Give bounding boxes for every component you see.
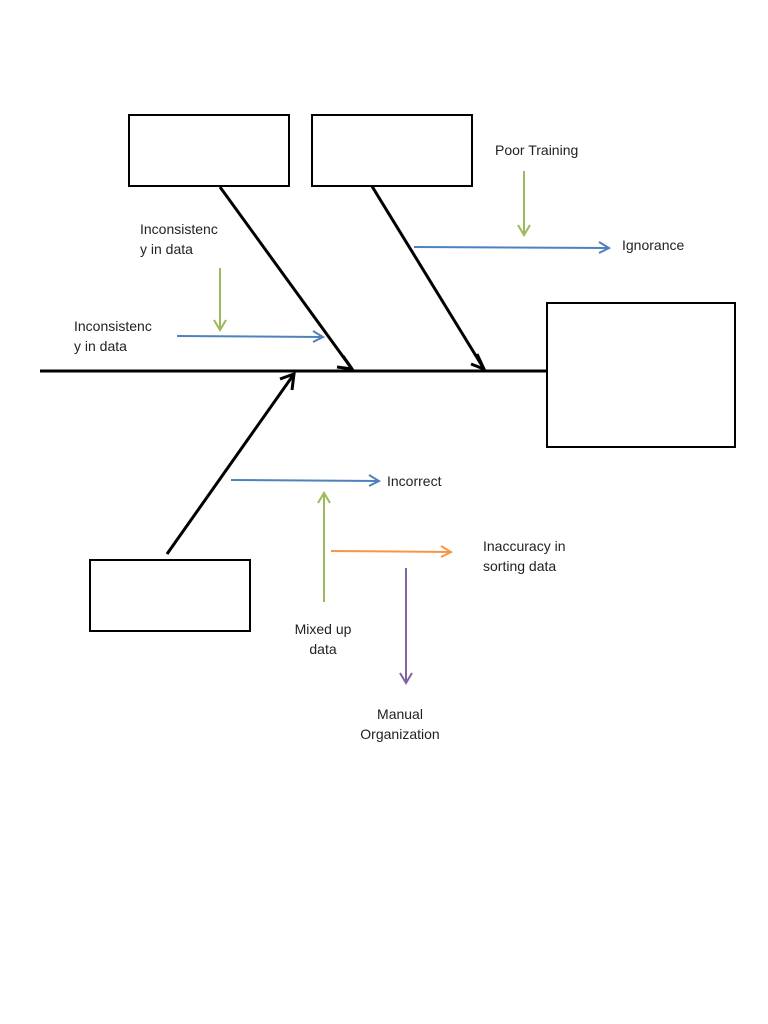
label-inconsistency-top: Inconsistenc y in data	[140, 219, 220, 259]
inconsistency-left-arrow	[176, 335, 324, 338]
bone-top-middle-arrowhead	[470, 353, 487, 372]
ignorance-arrow	[413, 246, 610, 249]
label-mixed-up-line2: data	[309, 641, 337, 657]
inconsistency-left-arrowhead	[312, 330, 326, 343]
category-box-top-left	[128, 114, 290, 187]
label-ignorance: Ignorance	[622, 237, 685, 253]
bone-top-left	[218, 186, 354, 370]
label-inconsistency-left-line2: y in data	[74, 338, 127, 354]
label-mixed-up-line1: Mixed up	[294, 621, 352, 637]
bone-bottom-left	[165, 373, 296, 555]
inaccuracy-arrowhead	[440, 545, 454, 558]
poor-training-arrowhead	[517, 224, 531, 237]
category-box-top-middle	[311, 114, 473, 187]
label-incorrect: Incorrect	[387, 473, 442, 489]
label-inconsistency-left: Inconsistenc y in data	[74, 316, 154, 356]
incorrect-arrowhead	[368, 474, 382, 487]
label-manual-organization: Manual Organization	[350, 704, 450, 744]
label-poor-training: Poor Training	[495, 142, 579, 158]
label-inconsistency-top-line2: y in data	[140, 241, 193, 257]
incorrect-arrow	[230, 479, 380, 482]
bone-bottom-left-arrowhead	[279, 371, 296, 391]
label-manual-line1: Manual	[377, 706, 423, 722]
label-manual-line2: Organization	[360, 726, 440, 742]
label-inaccuracy: Inaccuracy in sorting data	[483, 536, 565, 576]
inconsistency-top-arrowhead	[213, 319, 227, 332]
bone-top-middle	[368, 182, 486, 370]
inaccuracy-arrow	[330, 550, 452, 553]
category-box-bottom-left	[89, 559, 251, 632]
bone-top-left-arrowhead	[336, 355, 356, 371]
ignorance-arrowhead	[598, 241, 612, 254]
label-mixed-up: Mixed up data	[283, 619, 363, 659]
effect-box	[546, 302, 736, 448]
label-inconsistency-left-line1: Inconsistenc	[74, 318, 152, 334]
label-inaccuracy-line2: sorting data	[483, 558, 557, 574]
mixed-up-arrowhead	[317, 491, 331, 504]
label-inconsistency-top-line1: Inconsistenc	[140, 221, 218, 237]
label-inaccuracy-line1: Inaccuracy in	[483, 538, 566, 554]
manual-arrowhead	[399, 672, 413, 685]
